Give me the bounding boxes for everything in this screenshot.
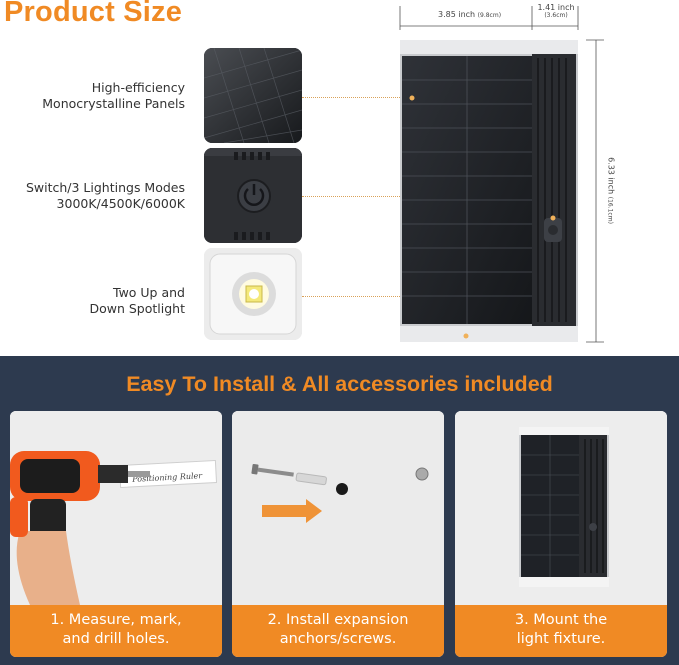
step-caption: 1. Measure, mark, and drill holes. [10,605,222,657]
step-caption-line: 2. Install expansion [267,612,409,628]
feature-label-line: Switch/3 Lightings Modes [25,180,185,195]
feature-label-spotlight: Two Up and Down Spotlight [89,285,185,317]
install-heading: Easy To Install & All accessories includ… [126,372,553,396]
feature-label-line: 3000K/4500K/6000K [56,196,185,211]
step-caption-line: light fixture. [516,631,606,647]
led-spotlight-icon [204,248,302,340]
feature-label-line: Down Spotlight [89,301,185,316]
height-inch: 6.33 inch [606,157,616,195]
step-caption: 3. Mount the light fixture. [455,605,667,657]
feature-label-line: Monocrystalline Panels [42,96,185,111]
page-title: Product Size [4,0,183,28]
drill-icon: Positioning Ruler [10,411,222,605]
install-step-2: 2. Install expansion anchors/screws. [232,411,444,657]
height-dimension: 6.33 inch (16.1cm) [607,146,616,236]
feature-label-panels: High-efficiency Monocrystalline Panels [42,80,185,112]
depth-cm: (3.6cm) [544,12,568,19]
solar-panel-icon [204,48,302,143]
step-caption: 2. Install expansion anchors/screws. [232,605,444,657]
step-caption-line: 3. Mount the [514,612,608,628]
width-cm: (9.8cm) [477,12,502,19]
leader-line [302,296,462,297]
step-caption-line: 1. Measure, mark, [50,612,182,628]
leader-line [302,97,412,98]
screw-anchor-icon [232,411,444,605]
install-step-1: Positioning Ruler 1. Measure, mark, and … [10,411,222,657]
depth-dimension: 1.41 inch (3.6cm) [536,3,576,19]
feature-label-line: High-efficiency [91,80,185,95]
install-section: Easy To Install & All accessories includ… [0,356,679,665]
feature-label-modes: Switch/3 Lightings Modes 3000K/4500K/600… [26,180,185,212]
dimension-lines [399,6,604,343]
product-size-section: Product Size High-efficiency Monocrystal… [4,0,616,343]
depth-inch: 1.41 inch [537,3,575,12]
width-inch: 3.85 inch [438,10,476,19]
solar-light-product-image [400,40,578,342]
install-step-3: 3. Mount the light fixture. [455,411,667,657]
power-button-icon [204,148,302,243]
mounted-light-icon [455,411,667,605]
step-caption-line: anchors/screws. [279,631,397,647]
width-dimension: 3.85 inch (9.8cm) [438,10,501,19]
feature-label-line: Two Up and [113,285,185,300]
height-cm: (16.1cm) [606,196,614,224]
step-caption-line: and drill holes. [62,631,170,647]
